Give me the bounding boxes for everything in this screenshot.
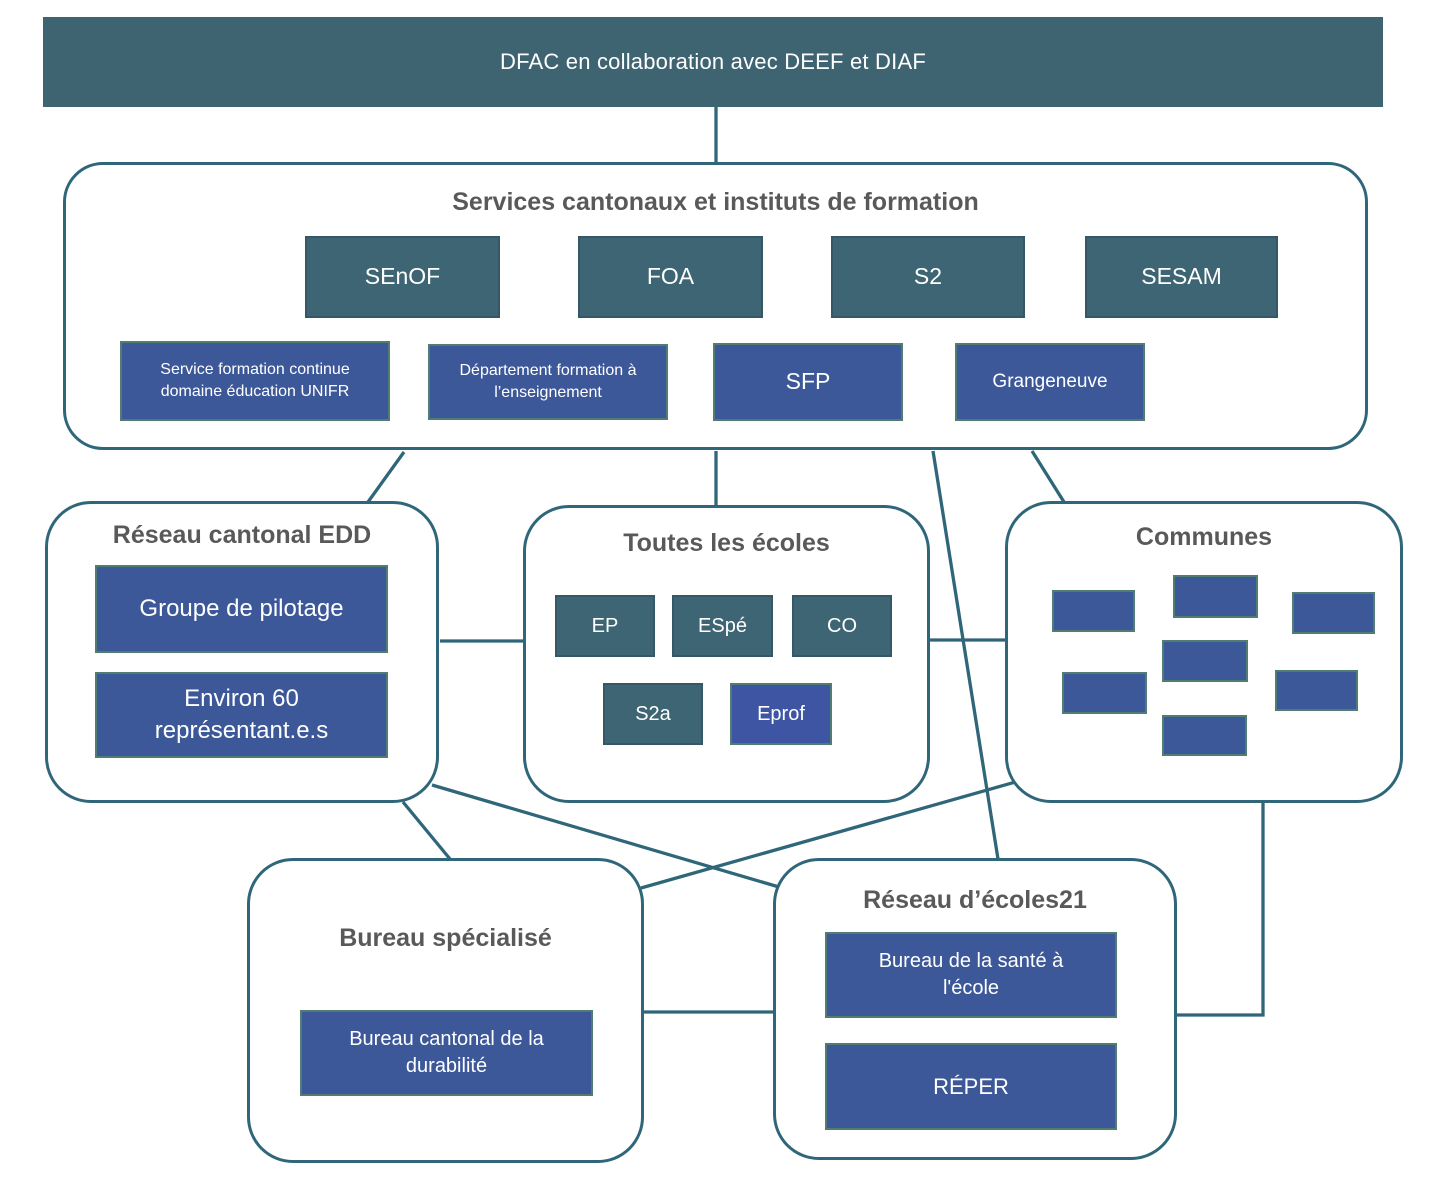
commune-box xyxy=(1292,592,1375,634)
node-sfp: SFP xyxy=(713,343,903,421)
commune-box xyxy=(1062,672,1147,714)
reseau-ecoles21-title: Réseau d’écoles21 xyxy=(863,886,1087,914)
node-unifr: Service formation continue domaine éduca… xyxy=(120,341,390,421)
node-representants: Environ 60 représentant.e.s xyxy=(95,672,388,758)
services-title: Services cantonaux et instituts de forma… xyxy=(452,188,979,216)
reseau-edd-title: Réseau cantonal EDD xyxy=(112,521,372,549)
commune-box xyxy=(1052,590,1135,632)
toutes-ecoles-title: Toutes les écoles xyxy=(623,529,830,557)
connector-edd-ecoles21 xyxy=(431,783,780,889)
commune-box xyxy=(1162,640,1248,682)
connector-communes-bureau xyxy=(640,779,1020,890)
commune-box xyxy=(1162,715,1247,756)
node-bureau-sante-label: Bureau de la santé à l'école xyxy=(878,950,1064,999)
communes-title: Communes xyxy=(1135,523,1273,551)
connector-communes-ecoles21 xyxy=(1176,802,1265,1017)
node-foa: FOA xyxy=(578,236,763,318)
node-departement-formation: Département formation à l’enseignement xyxy=(428,344,668,420)
node-sesam: SESAM xyxy=(1085,236,1278,318)
node-s2a: S2a xyxy=(603,683,703,745)
node-senof: SEnOF xyxy=(305,236,500,318)
banner: DFAC en collaboration avec DEEF et DIAF xyxy=(43,17,1383,107)
commune-box xyxy=(1275,670,1358,711)
node-bureau-sante: Bureau de la santé à l'école xyxy=(825,932,1117,1018)
connector-services-edd xyxy=(366,451,406,503)
node-espe: ESpé xyxy=(672,595,773,657)
connector-services-communes xyxy=(1030,450,1066,503)
banner-title: DFAC en collaboration avec DEEF et DIAF xyxy=(500,49,926,74)
node-reper: RÉPER xyxy=(825,1043,1117,1130)
bureau-specialise-title: Bureau spécialisé xyxy=(339,924,552,952)
node-co: CO xyxy=(792,595,892,657)
node-bureau-durabilite: Bureau cantonal de la durabilité xyxy=(300,1010,593,1096)
node-groupe-pilotage: Groupe de pilotage xyxy=(95,565,388,653)
node-bureau-durabilite-label: Bureau cantonal de la durabilité xyxy=(349,1028,544,1077)
connector-edd-bureau xyxy=(401,800,452,861)
node-eprof: Eprof xyxy=(730,683,832,745)
node-grangeneuve: Grangeneuve xyxy=(955,343,1145,421)
commune-box xyxy=(1173,575,1258,618)
node-s2: S2 xyxy=(831,236,1025,318)
node-ep: EP xyxy=(555,595,655,657)
